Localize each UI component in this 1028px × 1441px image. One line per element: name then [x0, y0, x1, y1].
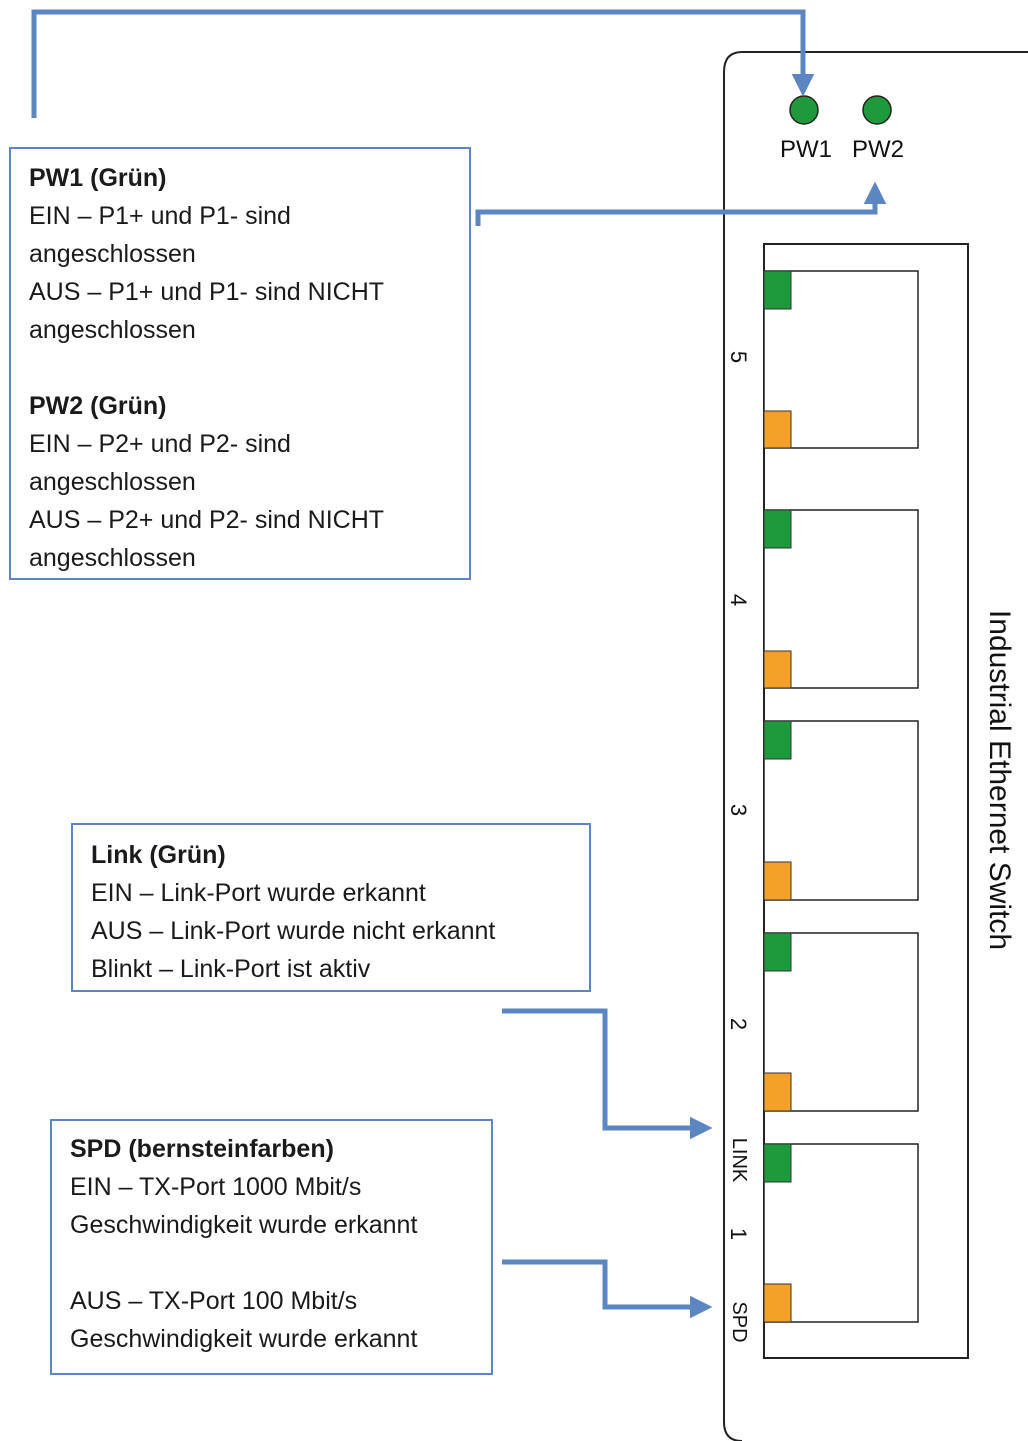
pw2-callout-line: angeschlossen — [29, 468, 196, 496]
spd-callout-line: AUS – TX-Port 100 Mbit/s — [70, 1287, 358, 1315]
spd-connector-arrow — [502, 1259, 713, 1319]
spd-callout-line: EIN – TX-Port 1000 Mbit/s — [70, 1173, 362, 1201]
port-5-link-led-icon — [763, 270, 792, 310]
pw1-led-icon — [789, 95, 819, 125]
pw2-label: PW2 — [852, 136, 904, 163]
port-2-spd-led-icon — [763, 1072, 792, 1112]
port-5 — [763, 270, 919, 449]
port-number-5: 5 — [726, 351, 751, 363]
port-3 — [763, 720, 919, 901]
pw1-callout-line: EIN – P1+ und P1- sind — [29, 202, 291, 230]
pw2-callout-title: PW2 (Grün) — [29, 392, 167, 420]
device-title: Industrial Ethernet Switch — [983, 610, 1016, 950]
pw2-connector-arrow — [475, 181, 887, 226]
port-3-spd-led-icon — [763, 861, 792, 901]
port-4-link-led-icon — [763, 509, 792, 549]
port-1-link-led-icon — [763, 1143, 792, 1183]
pw1-callout-line: angeschlossen — [29, 316, 196, 344]
callout-spacer — [29, 349, 469, 387]
link-connector-arrow — [502, 1008, 713, 1140]
link-callout-line: AUS – Link-Port wurde nicht erkannt — [91, 917, 496, 945]
port-1 — [763, 1143, 919, 1323]
link-callout-line: Blinkt – Link-Port ist aktiv — [91, 955, 371, 983]
port-number-3: 3 — [726, 804, 751, 816]
pw2-led-icon — [862, 95, 892, 125]
spd-led-callout: SPD (bernsteinfarben) EIN – TX-Port 1000… — [50, 1119, 493, 1375]
spd-callout-title: SPD (bernsteinfarben) — [70, 1135, 334, 1163]
link-led-callout: Link (Grün) EIN – Link-Port wurde erkann… — [71, 823, 591, 992]
spd-label: SPD — [728, 1301, 750, 1342]
port-2 — [763, 932, 919, 1112]
pw1-connector-arrow — [31, 9, 815, 118]
switch-housing — [723, 51, 1028, 1441]
port-number-4: 4 — [726, 594, 751, 606]
port-2-link-led-icon — [763, 932, 792, 972]
port-4 — [763, 509, 919, 689]
port-4-spd-led-icon — [763, 650, 792, 689]
port-number-2: 2 — [726, 1018, 751, 1030]
port-3-link-led-icon — [763, 720, 792, 760]
link-label: LINK — [728, 1138, 750, 1183]
callout-spacer — [70, 1244, 491, 1282]
power-led-callout: PW1 (Grün) EIN – P1+ und P1- sind angesc… — [9, 147, 471, 580]
pw1-callout-line: AUS – P1+ und P1- sind NICHT — [29, 278, 385, 306]
port-5-spd-led-icon — [763, 410, 792, 449]
spd-callout-line: Geschwindigkeit wurde erkannt — [70, 1211, 418, 1239]
link-callout-title: Link (Grün) — [91, 841, 226, 869]
spd-callout-line: Geschwindigkeit wurde erkannt — [70, 1325, 418, 1353]
pw1-callout-line: angeschlossen — [29, 240, 196, 268]
pw2-callout-line: AUS – P2+ und P2- sind NICHT — [29, 506, 385, 534]
port-number-1: 1 — [726, 1228, 751, 1240]
link-callout-line: EIN – Link-Port wurde erkannt — [91, 879, 426, 907]
pw1-callout-title: PW1 (Grün) — [29, 164, 167, 192]
pw2-callout-line: EIN – P2+ und P2- sind — [29, 430, 291, 458]
pw1-label: PW1 — [780, 136, 832, 163]
pw2-callout-line: angeschlossen — [29, 544, 196, 572]
port-1-spd-led-icon — [763, 1283, 792, 1323]
